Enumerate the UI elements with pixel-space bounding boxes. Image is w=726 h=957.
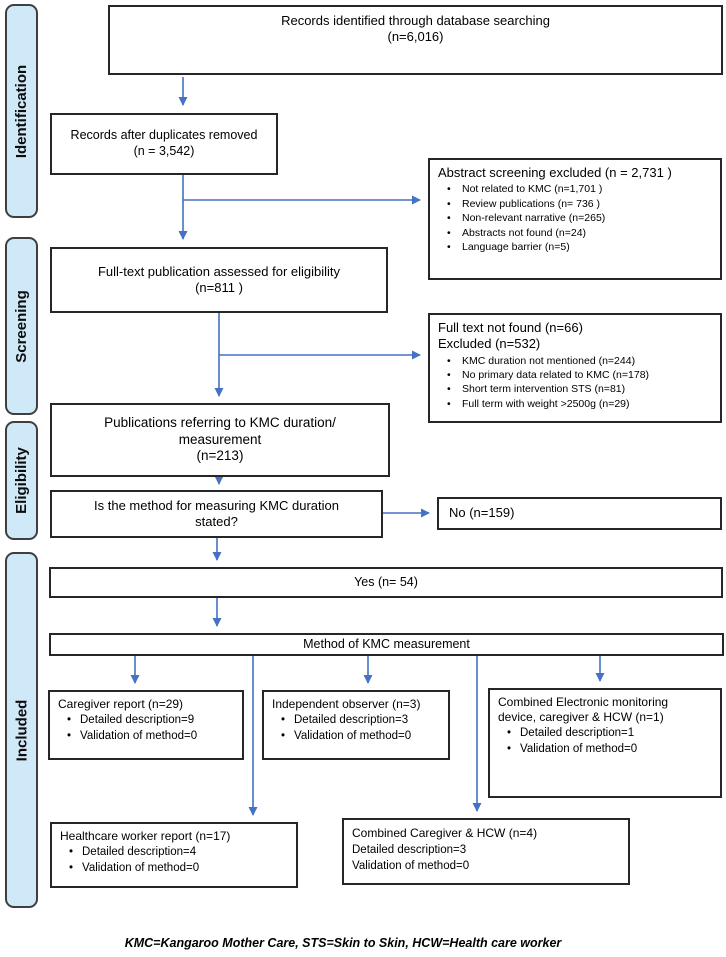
healthcare-worker-bullet: Detailed description=4 [60,845,288,861]
box-records-identified: Records identified through database sear… [108,5,723,75]
box-method-question: Is the method for measuring KMC duration… [50,490,383,538]
method-of-measurement-label: Method of KMC measurement [303,636,470,651]
healthcare-worker-bullets: Detailed description=4 Validation of met… [60,845,288,877]
abstract-excluded-bullet: Language barrier (n=5) [438,240,712,255]
stage-eligibility-label: Eligibility [13,447,30,514]
stage-screening: Screening [5,237,38,415]
stage-included-label: Included [13,699,31,761]
independent-observer-bullets: Detailed description=3 Validation of met… [272,713,440,745]
combined-electronic-title-line1: Combined Electronic monitoring [498,695,669,709]
fulltext-not-found-title: Full text not found (n=66) [438,320,583,335]
stage-eligibility: Eligibility [5,421,38,540]
box-publications-referring: Publications referring to KMC duration/ … [50,403,390,477]
abbreviations-note: KMC=Kangaroo Mother Care, STS=Skin to Sk… [124,936,562,950]
caregiver-report-bullets: Detailed description=9 Validation of met… [58,713,234,745]
box-fulltext-not-found: Full text not found (n=66) Excluded (n=5… [428,313,722,423]
stage-identification-label: Identification [13,64,30,158]
combined-electronic-bullet: Detailed description=1 [498,726,712,742]
stage-screening-label: Screening [13,289,30,363]
publications-referring-line1: Publications referring to KMC duration/ [104,414,336,430]
method-question-line2: stated? [195,514,238,529]
abstract-excluded-bullet: Review publications (n= 736 ) [438,197,712,212]
fulltext-assessed-count: (n=811 ) [195,280,243,295]
caregiver-report-bullet: Detailed description=9 [58,713,234,729]
abstract-excluded-bullets: Not related to KMC (n=1,701 ) Review pub… [438,182,712,255]
box-yes: Yes (n= 54) [49,567,723,598]
abstract-excluded-bullet: Not related to KMC (n=1,701 ) [438,182,712,197]
box-healthcare-worker-report: Healthcare worker report (n=17) Detailed… [50,822,298,888]
records-identified-line1: Records identified through database sear… [281,13,550,28]
box-fulltext-assessed: Full-text publication assessed for eligi… [50,247,388,313]
fulltext-assessed-line1: Full-text publication assessed for eligi… [97,263,341,279]
method-question-line1: Is the method for measuring KMC duration [94,497,339,513]
abstract-excluded-bullet: Abstracts not found (n=24) [438,226,712,241]
no-label: No (n=159) [449,505,515,521]
fulltext-excluded-bullets: KMC duration not mentioned (n=244) No pr… [438,354,712,412]
fulltext-excluded-bullet: Short term intervention STS (n=81) [438,382,712,397]
duplicates-removed-count: (n = 3,542) [133,144,195,158]
fulltext-excluded-title: Excluded (n=532) [438,336,541,352]
box-combined-caregiver-hcw: Combined Caregiver & HCW (n=4) Detailed … [342,818,630,885]
independent-observer-bullet: Validation of method=0 [272,729,440,745]
abstract-excluded-title: Abstract screening excluded (n = 2,731 ) [438,165,672,180]
box-abstract-screening-excluded: Abstract screening excluded (n = 2,731 )… [428,158,722,280]
abstract-excluded-bullet: Non-relevant narrative (n=265) [438,211,712,226]
publications-referring-line2: measurement [178,431,262,447]
fulltext-excluded-bullet: No primary data related to KMC (n=178) [438,368,712,383]
caregiver-report-bullet: Validation of method=0 [58,729,234,745]
box-no: No (n=159) [437,497,722,530]
combined-electronic-bullet: Validation of method=0 [498,742,712,758]
yes-label: Yes (n= 54) [354,574,418,589]
independent-observer-title: Independent observer (n=3) [272,697,421,711]
fulltext-excluded-bullet: Full term with weight >2500g (n=29) [438,397,712,412]
publications-referring-count: (n=213) [196,448,244,464]
records-identified-count: (n=6,016) [387,29,444,45]
combined-caregiver-hcw-line: Detailed description=3 [352,843,467,856]
combined-caregiver-hcw-title: Combined Caregiver & HCW (n=4) [352,826,538,840]
duplicates-removed-line1: Records after duplicates removed [70,128,258,143]
box-method-of-measurement: Method of KMC measurement [49,633,724,656]
box-caregiver-report: Caregiver report (n=29) Detailed descrip… [48,690,244,760]
stage-identification: Identification [5,4,38,218]
box-combined-electronic: Combined Electronic monitoring device, c… [488,688,722,798]
box-independent-observer: Independent observer (n=3) Detailed desc… [262,690,450,760]
combined-electronic-title-line2: device, caregiver & HCW (n=1) [498,710,664,724]
fulltext-excluded-bullet: KMC duration not mentioned (n=244) [438,354,712,369]
independent-observer-bullet: Detailed description=3 [272,713,440,729]
healthcare-worker-title: Healthcare worker report (n=17) [60,829,231,843]
caregiver-report-title: Caregiver report (n=29) [58,697,184,711]
box-duplicates-removed: Records after duplicates removed (n = 3,… [50,113,278,175]
stage-included: Included [5,552,38,908]
combined-electronic-bullets: Detailed description=1 Validation of met… [498,726,712,758]
healthcare-worker-bullet: Validation of method=0 [60,861,288,877]
combined-caregiver-hcw-line: Validation of method=0 [352,859,470,872]
